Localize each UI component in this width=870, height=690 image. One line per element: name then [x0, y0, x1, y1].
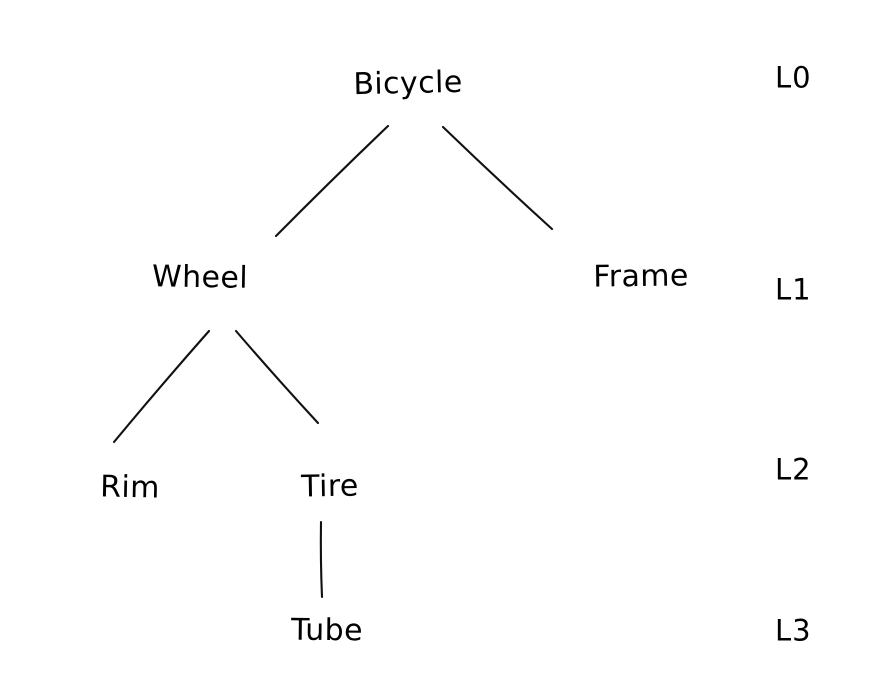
node-tire[interactable]: Tire: [300, 468, 360, 505]
level-label-l2: L2: [775, 452, 812, 487]
edge-tire-to-tube: [319, 520, 324, 599]
node-wheel[interactable]: Wheel: [151, 259, 249, 296]
edge-wheel-to-tire: [234, 329, 320, 425]
edge-wheel-to-rim: [112, 329, 211, 444]
edge-bicycle-to-wheel: [274, 124, 390, 238]
node-tube[interactable]: Tube: [290, 612, 364, 649]
node-bicycle[interactable]: Bicycle: [353, 64, 463, 103]
level-label-l0: L0: [775, 60, 812, 95]
level-label-l3: L3: [775, 613, 812, 648]
node-rim[interactable]: Rim: [99, 469, 161, 506]
node-frame[interactable]: Frame: [593, 258, 689, 295]
edge-bicycle-to-frame: [441, 125, 554, 231]
level-label-l1: L1: [775, 272, 812, 307]
